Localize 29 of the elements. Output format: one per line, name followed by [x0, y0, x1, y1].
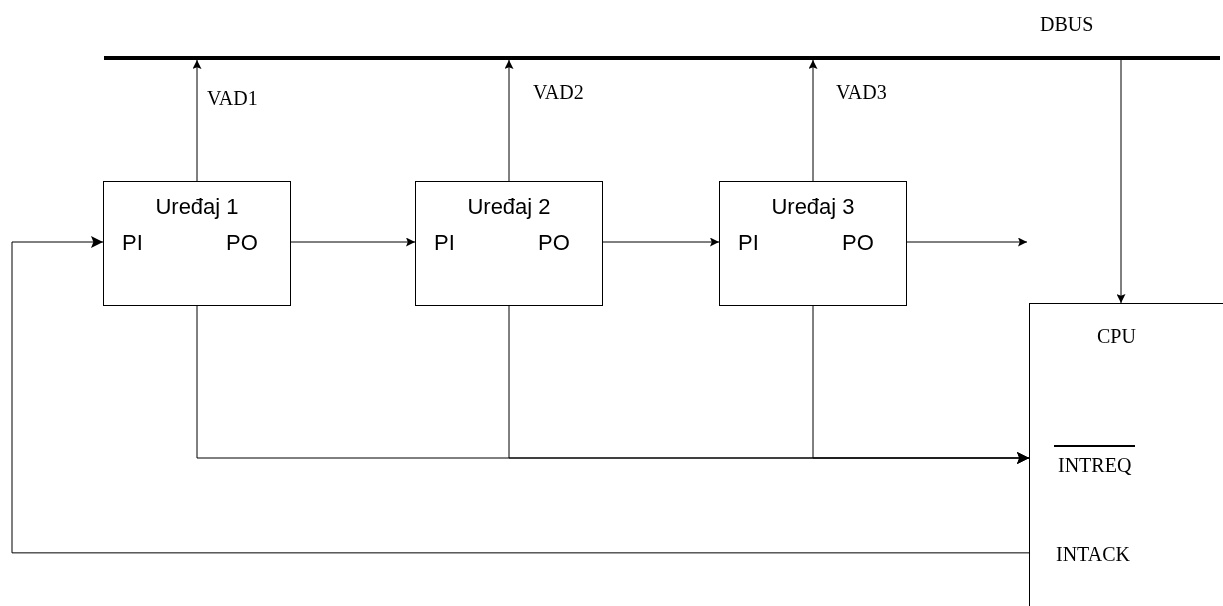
port-label: PO [538, 232, 570, 254]
arrow [906, 237, 1028, 247]
bus-label: DBUS [1040, 14, 1094, 34]
signal-name: INTREQ [1054, 445, 1136, 475]
signal-name: INTACK [1056, 544, 1130, 564]
device-box [103, 181, 291, 306]
port-label: PI [122, 232, 143, 254]
arrow [504, 59, 514, 182]
port-label: PO [842, 232, 874, 254]
arrow [11, 236, 1030, 554]
edge-label: VAD2 [533, 82, 584, 102]
device-box [415, 181, 603, 306]
arrow [808, 59, 818, 182]
port-label: PI [738, 232, 759, 254]
arrow [1116, 59, 1126, 304]
arrow [812, 305, 1030, 464]
device-label: Uređaj 1 [154, 196, 240, 218]
device-box [719, 181, 907, 306]
device-label: Uređaj 2 [466, 196, 552, 218]
arrow [290, 237, 416, 247]
cpu-box [1029, 303, 1223, 606]
edge-label: VAD1 [207, 88, 258, 108]
port-label: PO [226, 232, 258, 254]
arrow [602, 237, 720, 247]
arrow [192, 59, 202, 182]
cpu-label: CPU [1097, 326, 1136, 346]
edge-label: VAD3 [836, 82, 887, 102]
port-label: PI [434, 232, 455, 254]
device-label: Uređaj 3 [770, 196, 856, 218]
